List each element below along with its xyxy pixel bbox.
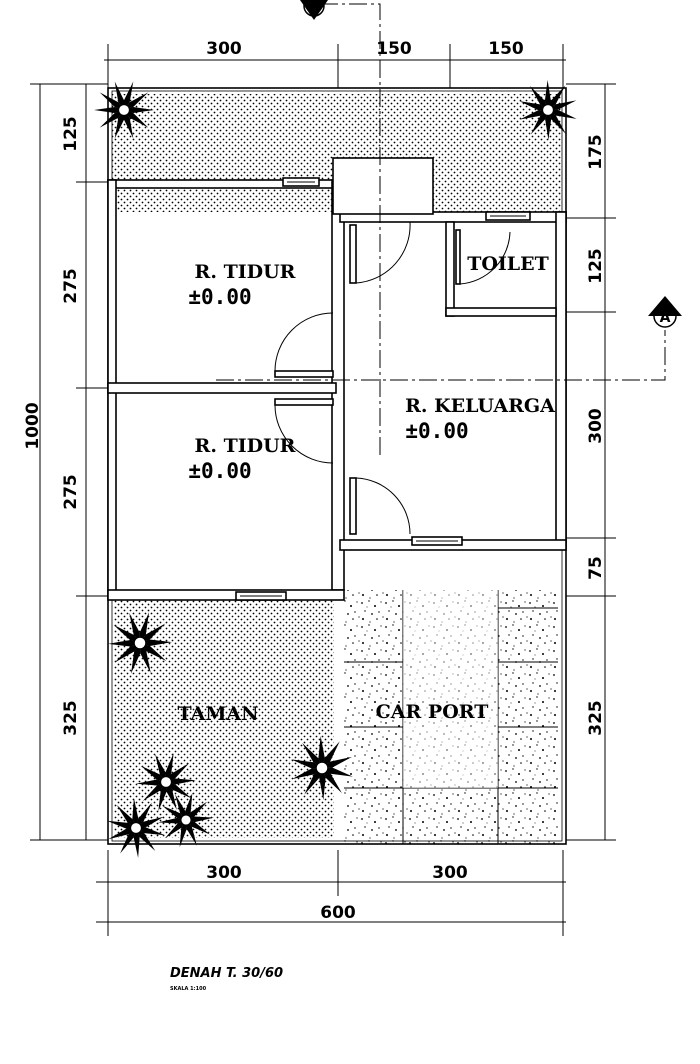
plant-icon bbox=[106, 798, 166, 858]
dim-bottom-total: 600 bbox=[320, 903, 356, 923]
room-label-family-room: R. KELUARGA bbox=[405, 395, 555, 417]
plant-icon bbox=[158, 792, 214, 848]
room-label-garden: TAMAN bbox=[178, 703, 259, 725]
level-label-family-room: ±0.00 bbox=[405, 419, 468, 443]
section-marker-a-label: A bbox=[660, 310, 671, 326]
dim-top-3: 150 bbox=[488, 39, 524, 59]
dim-right-2: 125 bbox=[586, 248, 606, 284]
dimension-lines bbox=[30, 44, 616, 936]
room-label-bedroom-2: R. TIDUR bbox=[195, 435, 296, 457]
room-label-carport: CAR PORT bbox=[376, 701, 489, 723]
dim-right-3: 300 bbox=[586, 408, 606, 444]
dim-left-4: 325 bbox=[61, 700, 81, 736]
dim-left-2: 275 bbox=[61, 268, 81, 304]
section-marker-a: A bbox=[648, 296, 682, 328]
dim-right-5: 325 bbox=[586, 700, 606, 736]
dim-bottom-1: 300 bbox=[206, 863, 242, 883]
room-label-bedroom-1: R. TIDUR bbox=[195, 261, 296, 283]
plant-symbols bbox=[94, 80, 577, 858]
section-marker-b-label: B bbox=[309, 0, 320, 15]
dim-left-1: 125 bbox=[61, 116, 81, 152]
dim-top-1: 300 bbox=[206, 39, 242, 59]
dim-right-4: 75 bbox=[586, 556, 606, 580]
plant-icon bbox=[291, 736, 353, 800]
room-label-toilet: TOILET bbox=[467, 253, 549, 275]
doors bbox=[274, 221, 511, 535]
dim-bottom-2: 300 bbox=[432, 863, 468, 883]
drawing-scale: SKALA 1:100 bbox=[170, 986, 207, 992]
plant-icon bbox=[94, 81, 154, 139]
dim-right-1: 175 bbox=[586, 134, 606, 170]
level-label-bedroom-1: ±0.00 bbox=[188, 285, 251, 309]
section-lines bbox=[216, 3, 666, 458]
dim-left-3: 275 bbox=[61, 474, 81, 510]
plant-icon bbox=[136, 752, 196, 812]
level-label-bedroom-2: ±0.00 bbox=[188, 459, 251, 483]
section-marker-b: B bbox=[300, 0, 328, 20]
plant-icon bbox=[108, 612, 172, 674]
carport-paving bbox=[344, 590, 558, 844]
dim-left-total: 1000 bbox=[23, 402, 43, 449]
dim-top-2: 150 bbox=[376, 39, 412, 59]
plant-icon bbox=[519, 80, 577, 140]
windows bbox=[235, 177, 531, 601]
drawing-title: DENAH T. 30/60 bbox=[170, 966, 283, 981]
